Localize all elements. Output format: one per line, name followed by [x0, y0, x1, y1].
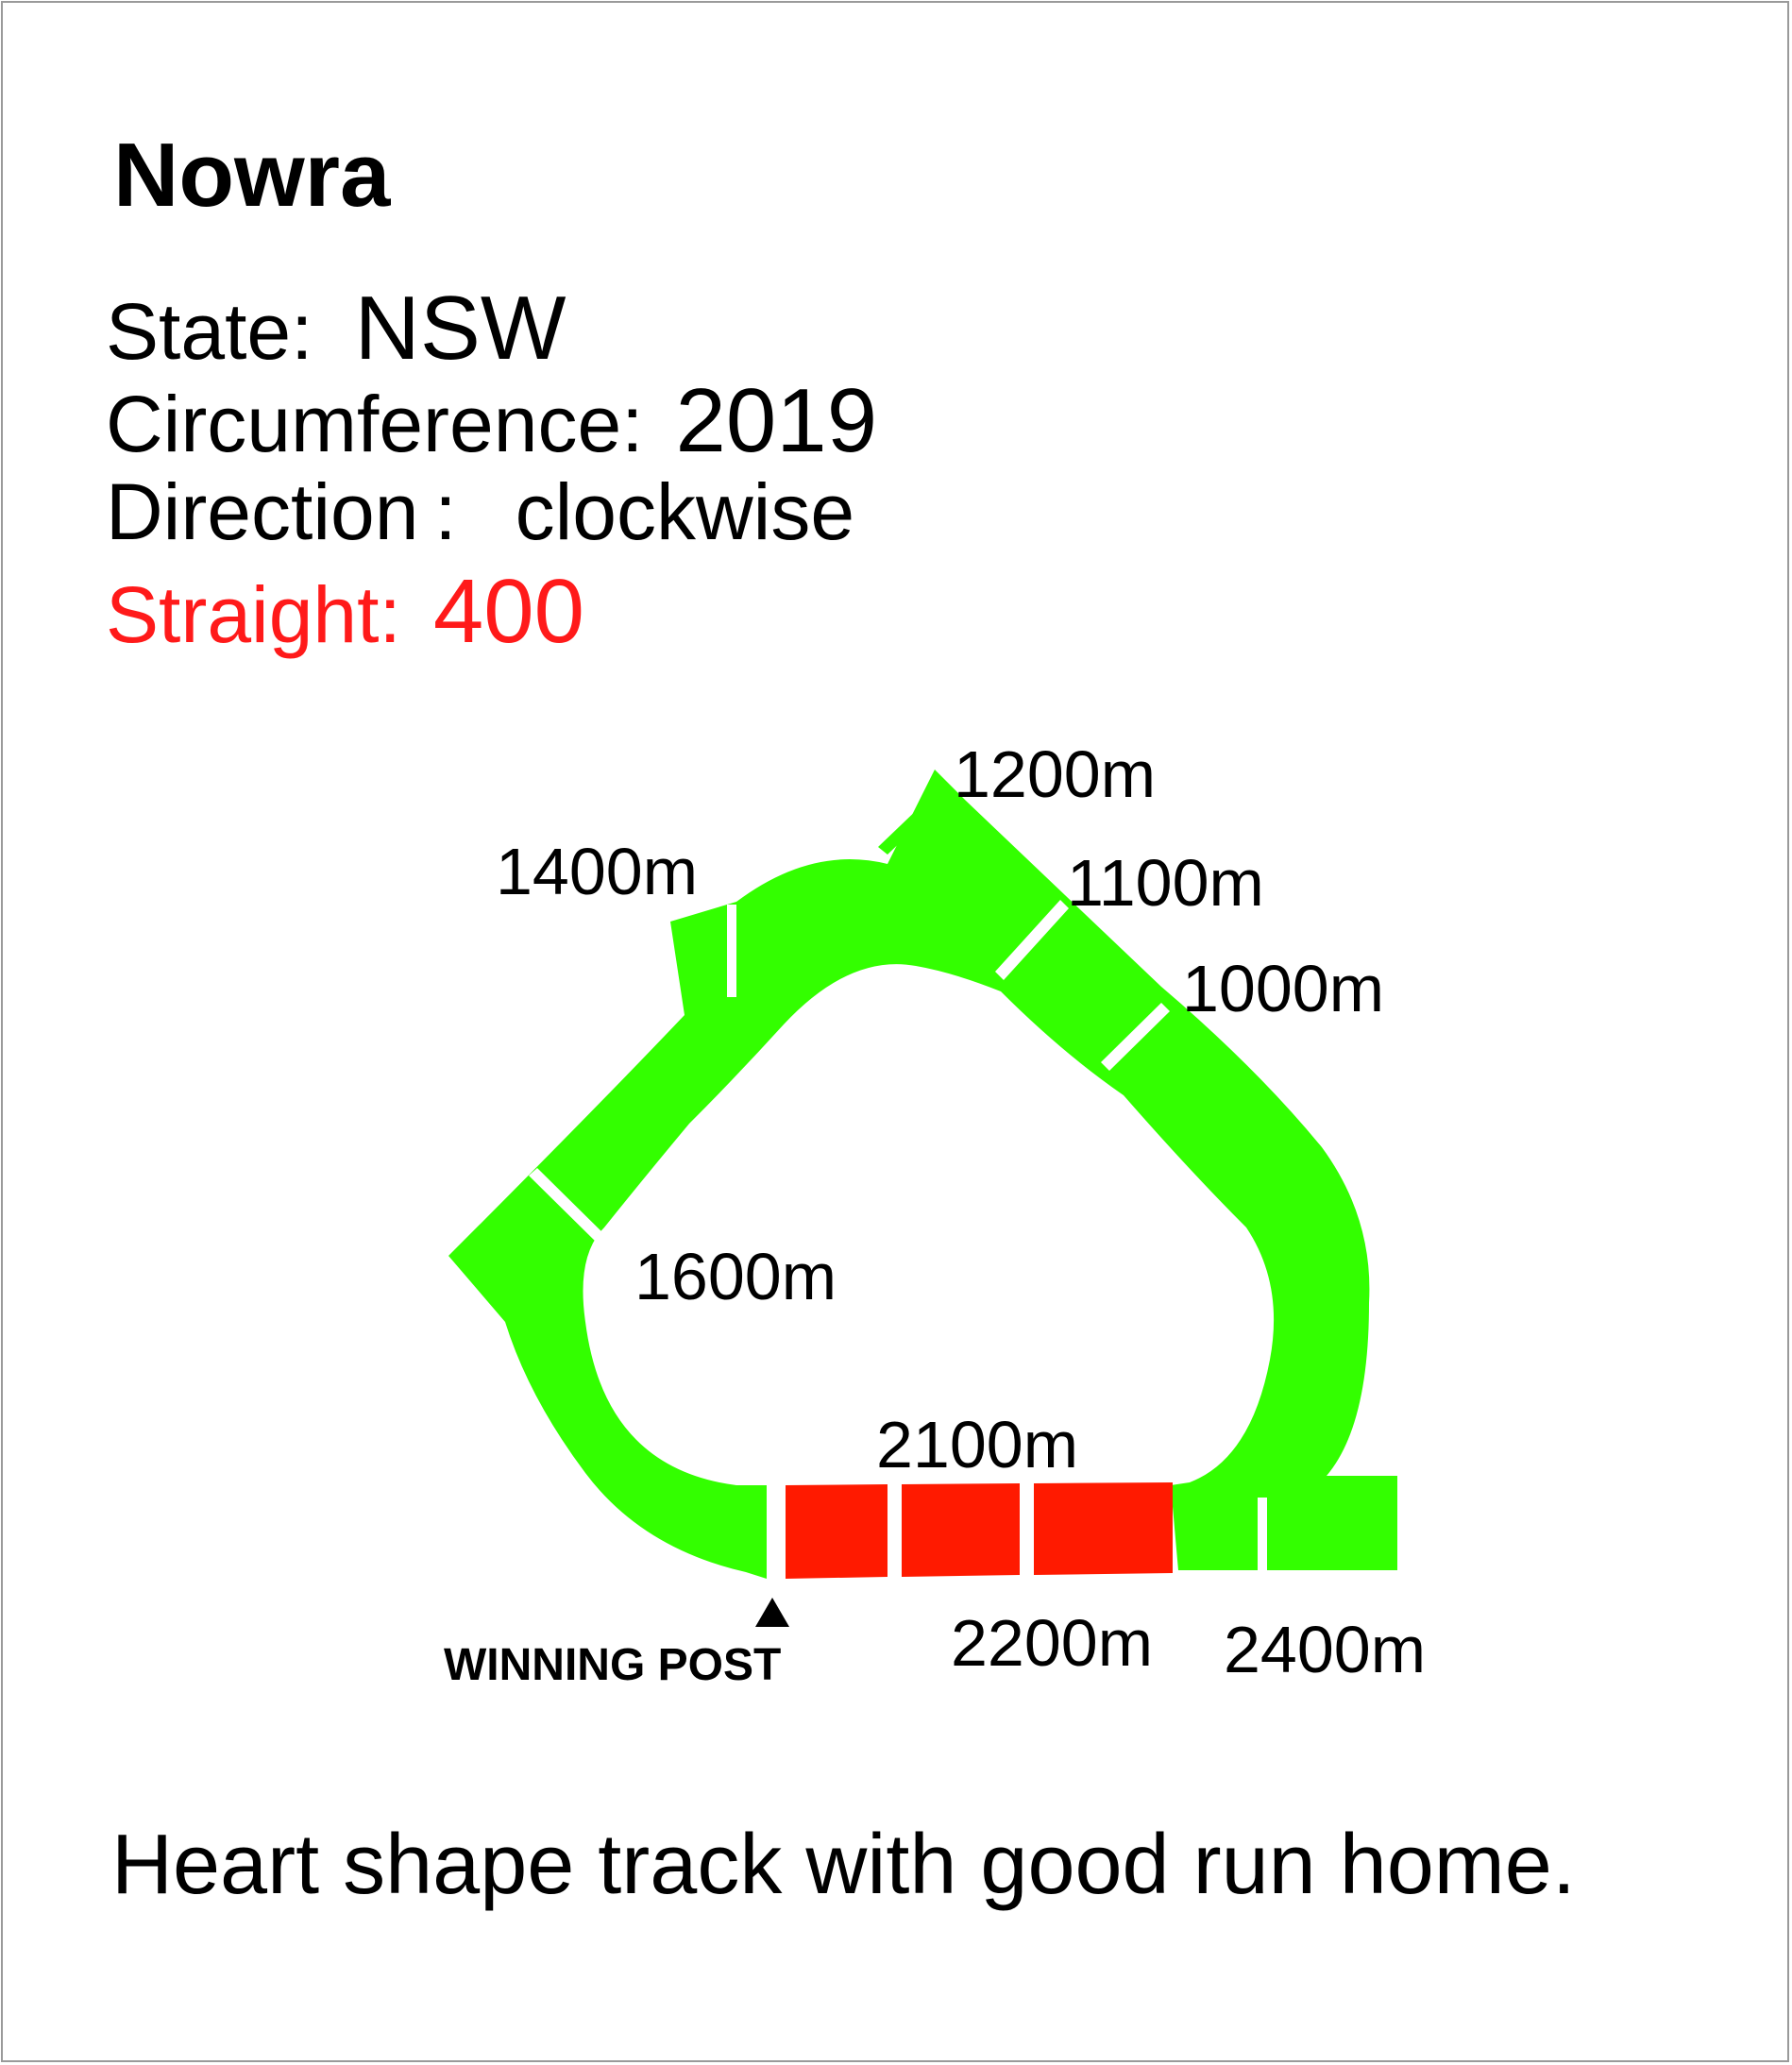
direction-label: Direction : [106, 467, 457, 556]
track-body [448, 770, 1397, 1579]
divider-1600 [529, 1168, 612, 1249]
distance-label-1200: 1200m [954, 737, 1157, 811]
track-chute-1200 [878, 784, 954, 855]
direction-value: clockwise [515, 467, 855, 556]
divider-2400 [1258, 1498, 1267, 1573]
winning-post-label: WINNING POST [444, 1640, 782, 1690]
divider-1400 [727, 905, 736, 997]
winning-post-marker [755, 1598, 789, 1627]
divider-1000 [1101, 1003, 1170, 1071]
distance-label-1100: 1100m [1067, 846, 1264, 920]
straight-segment-3 [1034, 1482, 1173, 1575]
straight-row: Straight:400 [106, 567, 584, 657]
track-description: Heart shape track with good run home. [111, 1818, 1576, 1912]
state-value: NSW [354, 278, 566, 379]
distance-label-2200: 2200m [951, 1606, 1154, 1680]
distance-label-1600: 1600m [634, 1240, 837, 1313]
distance-label-2400: 2400m [1224, 1613, 1427, 1686]
page-title: Nowra [113, 125, 391, 226]
straight-segment-2 [902, 1483, 1020, 1577]
circumference-row: Circumference:2019 [106, 376, 877, 466]
home-straight [786, 1482, 1173, 1579]
state-row: State:NSW [106, 283, 566, 374]
direction-row: Direction :clockwise [106, 472, 854, 551]
divider-post [767, 1478, 786, 1582]
straight-value: 400 [432, 561, 584, 662]
track-dividers [529, 900, 1267, 1582]
distance-label-1000: 1000m [1182, 952, 1385, 1025]
distance-label-1400: 1400m [496, 835, 699, 908]
circumference-value: 2019 [675, 370, 878, 471]
state-label: State: [106, 287, 313, 376]
straight-label: Straight: [106, 570, 401, 659]
distance-label-2100: 2100m [876, 1408, 1079, 1481]
divider-1100 [995, 900, 1069, 980]
straight-segment-1 [786, 1484, 888, 1579]
circumference-label: Circumference: [106, 380, 644, 468]
